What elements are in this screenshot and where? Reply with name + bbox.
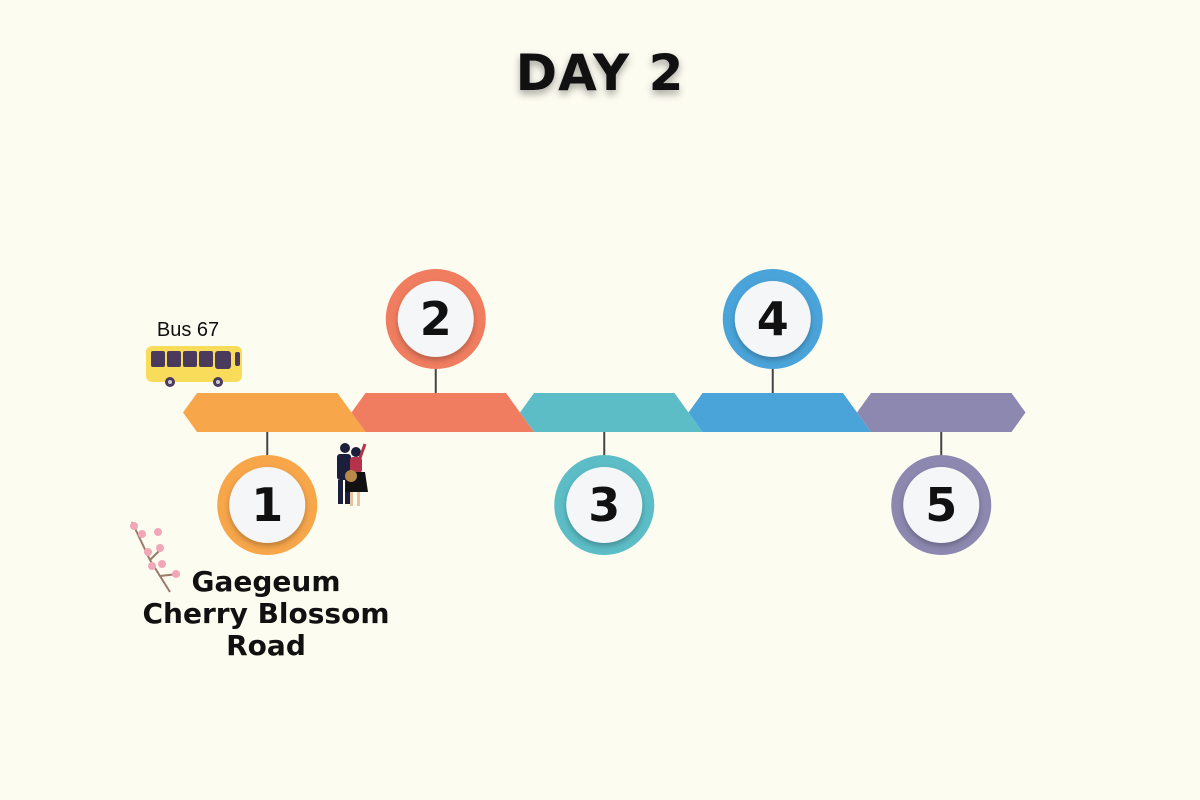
step-number: 2 [420,292,452,346]
step-node-4: 4 [722,269,823,369]
bus-label: Bus 67 [156,319,220,341]
timeline-segment-2 [351,393,534,432]
step-number: 1 [251,478,283,532]
step-node-3: 3 [554,455,655,555]
step-number: 3 [588,478,620,532]
step-disc [734,281,811,357]
page-title: DAY 2 [515,44,685,102]
step-disc [397,281,474,357]
bus-icon [146,346,242,387]
timeline-segment-1 [183,393,366,432]
step-node-5: 5 [891,455,992,555]
step-disc [903,467,980,543]
timeline-segment-3 [520,393,703,432]
step-node-2: 2 [385,269,486,369]
timeline-segment-5 [857,393,1026,432]
step-disc [566,467,643,543]
place-label-step-1: Gaegeum Cherry Blossom Road [142,565,390,662]
cherry-blossom-icon [130,521,180,593]
travelers-illustration [337,443,368,506]
step-number: 4 [757,292,789,346]
step-disc [229,467,306,543]
timeline-segment-4 [688,393,871,432]
step-number: 5 [925,478,957,532]
step-node-1: 1 [217,455,318,555]
